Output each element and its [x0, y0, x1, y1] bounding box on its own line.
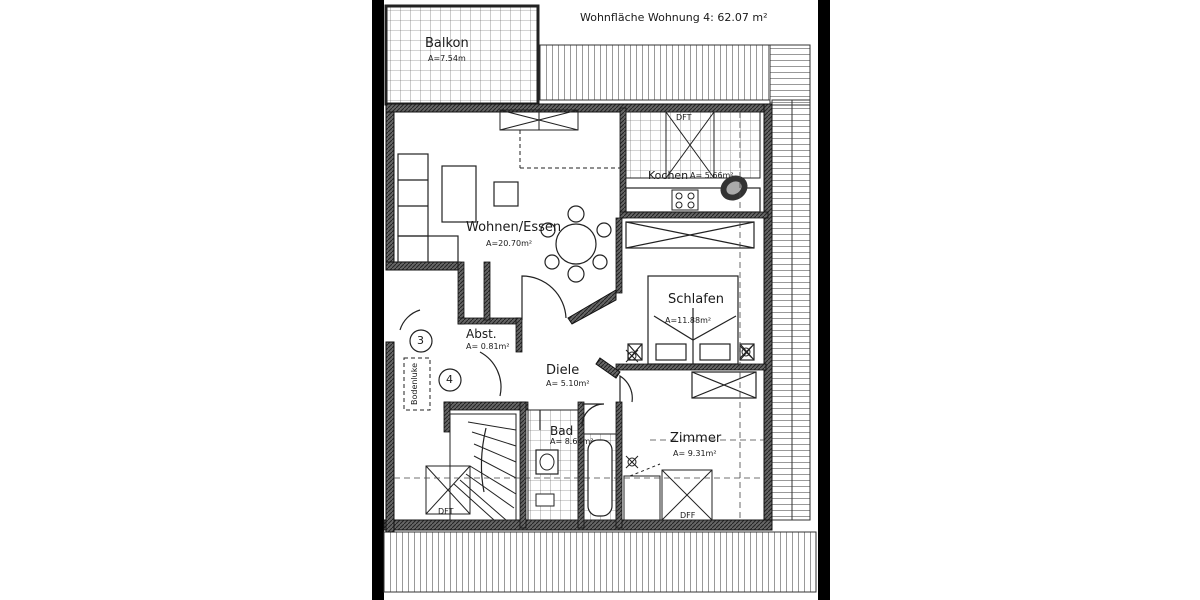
room-name-kochen: Kochen [648, 169, 689, 182]
kitchen [625, 111, 761, 213]
attic-hatch [403, 357, 431, 411]
dft-stair-label: DFT [438, 507, 454, 516]
roof-top [539, 44, 811, 106]
room-name-zimmer: Zimmer [670, 431, 722, 446]
frame-right [818, 0, 830, 600]
room-area-kochen: A= 5.66m² [690, 171, 734, 180]
roof-bottom [383, 531, 817, 593]
room-area-bad: A= 8.64m² [550, 437, 594, 446]
room-area-zimmer: A= 9.31m² [673, 449, 717, 458]
kitchen-sink [720, 175, 748, 201]
total-area-label: Wohnfläche Wohnung 4: 62.07 m² [580, 11, 768, 24]
zimmer-window [623, 455, 713, 521]
wohnen-window-box [499, 109, 620, 169]
bathroom [527, 409, 617, 521]
room-name-schlafen: Schlafen [668, 292, 725, 307]
frame-left [372, 0, 384, 600]
zimmer-lamp-icon [625, 455, 639, 469]
room-area-balkon: A=7.54m [428, 54, 466, 63]
marker-3-label: 3 [417, 334, 424, 347]
roof-right [771, 99, 811, 521]
coffee-table [441, 165, 477, 223]
marker-4-circle [438, 368, 462, 392]
room-name-balkon: Balkon [425, 36, 469, 51]
dft-kitchen-label: DFT [676, 113, 692, 122]
door-swings [399, 275, 633, 430]
lamp-icons [625, 345, 753, 363]
marker-3-circle [409, 329, 433, 353]
dff-zimmer-label: DFF [680, 511, 696, 520]
room-area-abst: A= 0.81m² [466, 342, 510, 351]
room-name-bad: Bad [550, 424, 574, 438]
room-area-diele: A= 5.10m² [546, 379, 590, 388]
room-area-schlafen: A=11.88m² [665, 316, 712, 325]
armchair [493, 181, 519, 207]
staircase [425, 413, 517, 521]
cooktop [671, 189, 699, 211]
dining-table [540, 205, 612, 283]
wardrobe-zimmer [691, 371, 757, 399]
room-name-wohnen: Wohnen/Essen [466, 220, 562, 235]
room-area-wohnen: A=20.70m² [486, 239, 533, 248]
slope-lines [394, 112, 764, 520]
marker-4-label: 4 [446, 373, 453, 386]
wardrobe-schlafen [625, 221, 755, 249]
attic-hatch-label: Bodenluke [410, 362, 420, 406]
room-name-diele: Diele [546, 363, 580, 378]
sofa [397, 153, 459, 263]
room-name-abst: Abst. [466, 327, 497, 341]
